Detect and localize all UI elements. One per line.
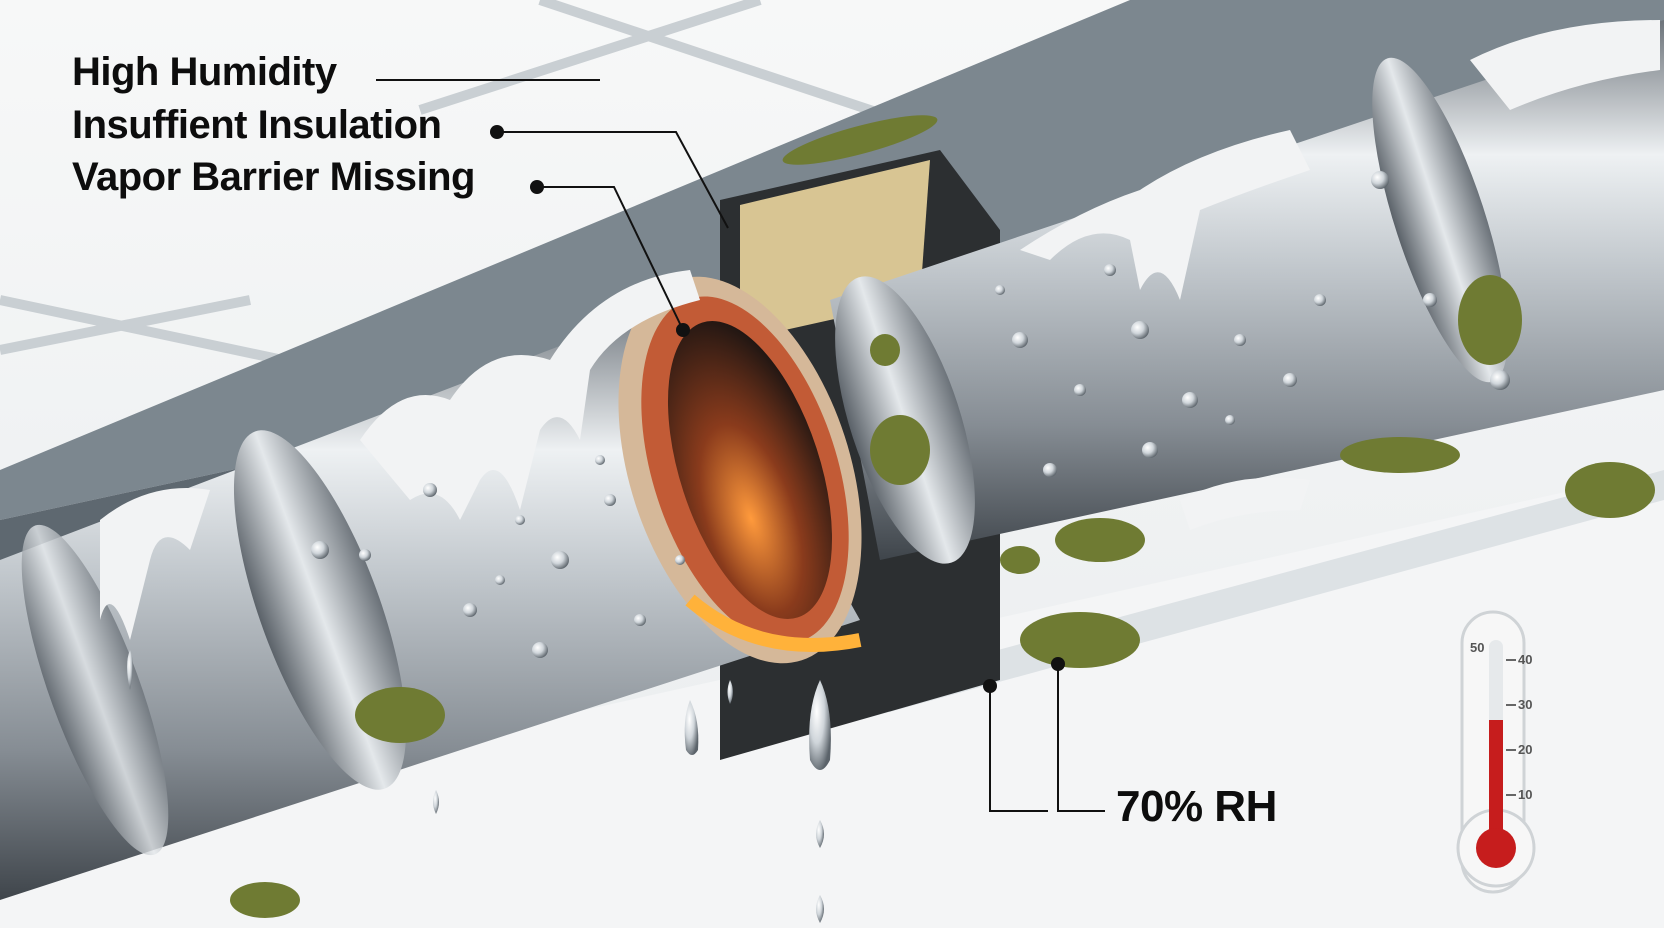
callout-vapor-barrier-missing: Vapor Barrier Missing — [72, 155, 475, 199]
leader-rh-a — [989, 686, 1048, 812]
leader-rh-b — [1057, 664, 1105, 812]
leader-vapor-barrier — [537, 186, 684, 331]
thermometer-level — [1489, 720, 1503, 840]
thermometer-icon — [1456, 610, 1536, 894]
dripping-water — [127, 650, 831, 923]
callout-relative-humidity: 70% RH — [1116, 782, 1277, 831]
thermometer-tick-label: 10 — [1518, 787, 1533, 802]
thermometer-tick-label: 40 — [1518, 652, 1533, 667]
pipe-cutaway — [618, 276, 862, 664]
callout-high-humidity: High Humidity — [72, 50, 337, 94]
leader-insulation — [497, 131, 729, 229]
callout-insufficient-insulation: Insuffient Insulation — [72, 103, 442, 147]
mold-growth — [230, 115, 1655, 918]
thermometer-tick-label: 50 — [1470, 640, 1485, 655]
frost-deposits — [100, 20, 1660, 640]
pipe-core — [667, 321, 833, 619]
leader-dots — [490, 125, 1065, 693]
thermometer-tick-label: 30 — [1518, 697, 1533, 712]
leader-lines — [376, 79, 1105, 812]
thermometer-tick-label: 20 — [1518, 742, 1533, 757]
water-droplets — [311, 171, 1510, 658]
